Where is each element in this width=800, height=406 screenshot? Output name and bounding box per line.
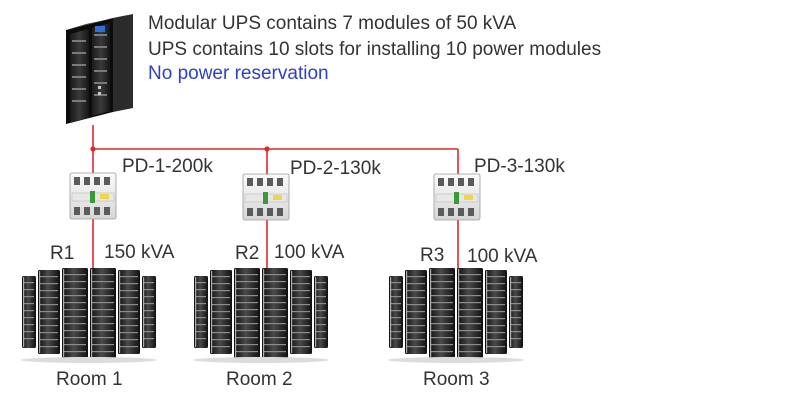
server-room-icon: [388, 268, 524, 363]
breaker-icon: [433, 173, 481, 221]
power-wiring: [92, 125, 459, 272]
breaker-label-3: PD-3-130k: [474, 156, 565, 177]
ups-cabinet-icon: [66, 14, 133, 124]
breaker-icon: [69, 172, 117, 220]
breaker-icon: [242, 173, 290, 221]
server-rooms-group: [21, 268, 524, 363]
bus-junction-dot: [264, 146, 270, 152]
room-label-1: Room 1: [56, 369, 123, 390]
power-label-3: 100 kVA: [467, 246, 538, 267]
bus-junctions: [90, 146, 270, 152]
bus-junction-dot: [90, 146, 96, 152]
rack-label-3: R3: [420, 245, 445, 266]
rack-label-2: R2: [235, 243, 260, 264]
server-room-icon: [193, 268, 329, 363]
server-room-icon: [21, 268, 157, 363]
power-label-2: 100 kVA: [274, 242, 345, 263]
power-label-1: 150 kVA: [104, 242, 175, 263]
room-label-2: Room 2: [226, 369, 293, 390]
ups-description-modules: Modular UPS contains 7 modules of 50 kVA: [148, 13, 517, 34]
breakers-group: [69, 172, 481, 221]
breaker-label-2: PD-2-130k: [290, 158, 381, 179]
rack-label-1: R1: [50, 243, 75, 264]
room-label-3: Room 3: [423, 369, 490, 390]
breaker-label-1: PD-1-200k: [122, 156, 213, 177]
ups-description-slots: UPS contains 10 slots for installing 10 …: [148, 39, 602, 60]
ups-description-reservation: No power reservation: [148, 63, 329, 84]
